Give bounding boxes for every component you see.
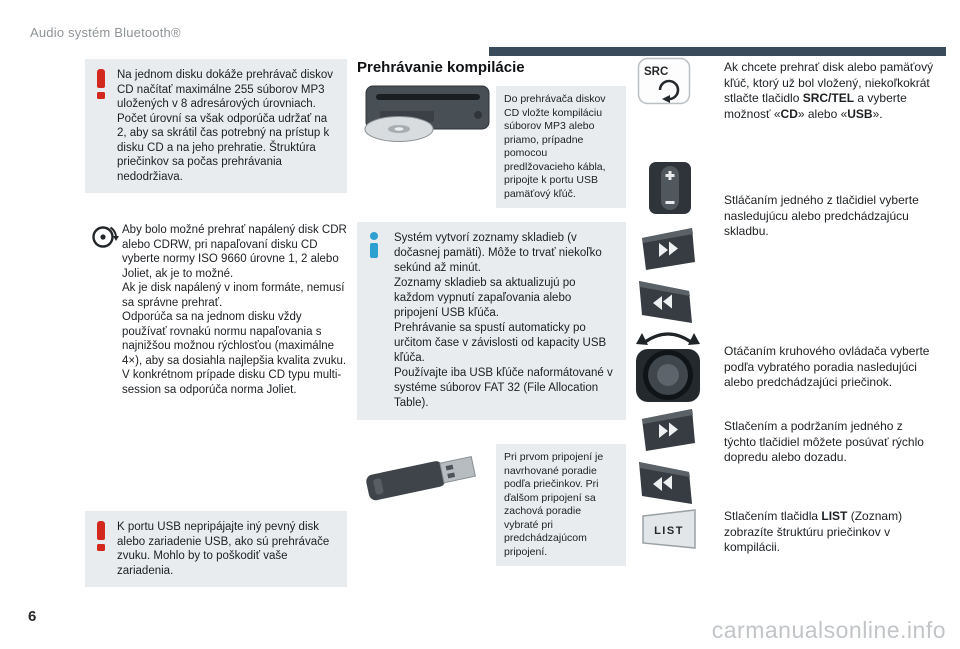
info-block-playlists: Systém vytvorí zoznamy skladieb (v dočas… — [357, 222, 626, 420]
list-instruction-text: Stlačením tlačidla LIST (Zoznam) zobrazí… — [724, 509, 938, 556]
knob-instruction-text: Otáčaním kruhového ovládača vyberte podľ… — [724, 344, 930, 389]
src-text-part: a vyberte možnosť « — [724, 91, 907, 121]
info-text-playlists: Systém vytvorí zoznamy skladieb (v dočas… — [394, 232, 613, 409]
cd-disc-icon — [92, 226, 119, 248]
list-text-part: (Zoznam) zobrazíte štruktúru priečinkov … — [724, 509, 903, 554]
fast-forward-icon — [642, 228, 695, 270]
rewind-icon — [639, 281, 692, 323]
src-text-part: ». — [872, 106, 883, 121]
rotary-knob-icon — [636, 332, 700, 402]
warning-block-cd-limits: Na jednom disku dokáže prehrávač diskov … — [85, 59, 347, 193]
track-rocker-icon — [649, 162, 691, 214]
header-accent-bar — [489, 47, 946, 56]
src-icon-label: SRC — [644, 66, 668, 78]
watermark: carmanualsonline.info — [711, 617, 946, 643]
info-icon — [369, 232, 379, 259]
warning-icon — [94, 69, 108, 99]
src-text-part: Ak chcete prehrať disk alebo pamäťový kľ… — [724, 60, 934, 105]
note-text-cd-formats: Aby bolo možné prehrať napálený disk CDR… — [122, 224, 347, 396]
cd-player-image — [364, 85, 490, 142]
src-instruction-text: Ak chcete prehrať disk alebo pamäťový kľ… — [724, 60, 938, 122]
usb-drive-image — [366, 455, 476, 501]
usb-caption-text: Pri prvom pripojení je navrhované poradi… — [496, 444, 626, 566]
src-button-icon: SRC — [637, 57, 691, 105]
warning-block-usb: K portu USB nepripájajte iný pevný disk … — [85, 511, 347, 587]
page-header-title: Audio systém Bluetooth® — [30, 25, 181, 40]
list-button-icon: LIST — [642, 509, 696, 549]
warning-text-cd-limits: Na jednom disku dokáže prehrávač diskov … — [117, 69, 334, 183]
list-icon-label: LIST — [654, 525, 684, 537]
fast-forward-icon — [642, 409, 695, 451]
page-number: 6 — [28, 608, 37, 625]
track-buttons-text: Stláčaním jedného z tlačidiel vyberte na… — [724, 193, 919, 238]
src-text-part: » alebo « — [797, 106, 848, 121]
list-text-part: Stlačením tlačidla — [724, 509, 822, 523]
cd-option-label: CD — [780, 106, 798, 121]
list-button-label: LIST — [821, 509, 848, 523]
usb-option-label: USB — [847, 106, 873, 121]
warning-text-usb: K portu USB nepripájajte iný pevný disk … — [117, 521, 330, 577]
note-block-cd-formats: Aby bolo možné prehrať napálený disk CDR… — [85, 221, 347, 397]
warning-icon — [94, 521, 108, 551]
cd-caption-text: Do prehrávača diskov CD vložte kompiláci… — [496, 86, 626, 208]
section-heading: Prehrávanie kompilácie — [357, 59, 525, 76]
hold-buttons-text: Stlačením a podržaním jedného z týchto t… — [724, 419, 924, 464]
src-tel-label: SRC/TEL — [802, 91, 855, 105]
rewind-icon — [639, 462, 692, 504]
